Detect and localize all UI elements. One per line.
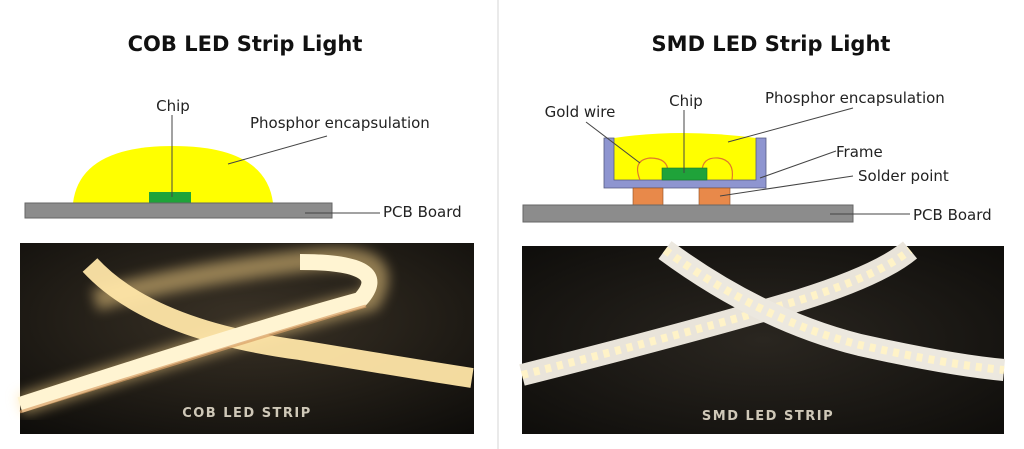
- cob-diagram: [24, 115, 380, 219]
- cob-phosphor-dome: [73, 146, 273, 203]
- smd-pcb-board: [522, 204, 854, 223]
- smd-phosphor: [614, 133, 756, 180]
- smd-gold-wire-leader: [585, 121, 641, 164]
- smd-frame-leader: [759, 150, 837, 179]
- cob-chip: [149, 192, 191, 203]
- cob-strip-photo: [16, 243, 474, 434]
- smd-solder-leader: [719, 175, 854, 197]
- cob-photo-caption: COB LED STRIP: [182, 406, 312, 421]
- smd-gold-wire-right: [701, 157, 734, 181]
- cob-pcb-board: [24, 202, 333, 219]
- cob-chip-label: Chip: [156, 97, 190, 115]
- smd-solder-left: [632, 187, 664, 206]
- smd-phosphor-leader: [727, 107, 854, 143]
- smd-gold-wire-left: [637, 157, 669, 181]
- cob-title: COB LED Strip Light: [128, 32, 363, 56]
- smd-strip-photo: [519, 241, 1006, 434]
- smd-phosphor-label: Phosphor encapsulation: [765, 89, 945, 107]
- cob-phosphor-leader: [227, 135, 328, 165]
- smd-diagram: [522, 107, 910, 223]
- smd-gold-wire-label: Gold wire: [545, 103, 616, 121]
- smd-frame-label: Frame: [836, 143, 883, 161]
- smd-photo-caption: SMD LED STRIP: [702, 409, 834, 424]
- smd-chip-label: Chip: [669, 92, 703, 110]
- cob-pcb-label: PCB Board: [383, 203, 462, 221]
- smd-title: SMD LED Strip Light: [652, 32, 891, 56]
- cob-phosphor-label: Phosphor encapsulation: [250, 114, 430, 132]
- smd-pcb-label: PCB Board: [913, 206, 992, 224]
- smd-solder-right: [698, 187, 731, 206]
- smd-solder-label: Solder point: [858, 167, 949, 185]
